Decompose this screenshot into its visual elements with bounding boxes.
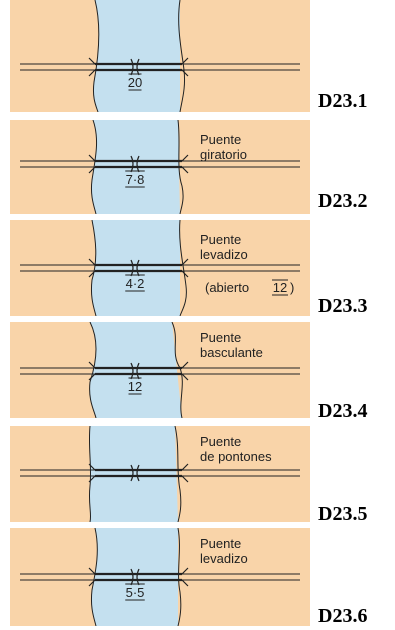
vertical-clearance: 4·2 [126,276,145,291]
bridge-type-label: Puente [200,132,241,147]
bridge-symbol-drawing: 20 [10,0,310,112]
river-bank-left [91,220,97,316]
vertical-clearance: 12 [128,379,142,394]
bridge-deck [88,361,189,381]
river-water [91,528,178,626]
bridge-panel-d23-1: 20 [10,0,310,112]
river-water [93,0,180,112]
code-label: D23.5 [318,503,368,525]
river-bank-right [177,120,184,214]
code-label: D23.2 [318,190,368,212]
vertical-clearance: 20 [128,75,142,90]
river-bank-left [88,426,92,522]
vertical-clearance: 7·8 [126,172,145,187]
vertical-clearance: 5·5 [126,585,145,600]
code-label: D23.4 [318,400,368,422]
opening-span-mark [130,464,140,482]
river-bank-right [177,528,182,626]
code-label: D23.1 [318,90,368,112]
bridge-deck [88,57,189,77]
bridge-deck [88,258,189,278]
river-bank-left [93,0,100,112]
open-note-paren: ) [290,280,294,295]
river-water [89,426,178,522]
bridge-type-label: Puente [200,434,241,449]
open-note-label: (abierto [205,280,249,295]
bridge-type-label: Puente [200,232,241,247]
bridge-deck [88,567,189,587]
river-water [91,220,180,316]
bridge-type-label: Puente [200,536,241,551]
bridge-deck [88,463,189,483]
bridge-type-label: levadizo [200,551,248,566]
river-bank-left [91,528,98,626]
river-bank-right [174,426,182,522]
river-bank-left [89,322,97,418]
code-label: D23.3 [318,295,368,317]
river-water [89,322,182,418]
code-label: D23.6 [318,605,368,627]
river-bank-left [91,120,98,214]
bridge-type-label: de pontones [200,449,272,464]
bridge-type-label: levadizo [200,247,248,262]
bridge-type-label: basculante [200,345,263,360]
bridge-type-label: Puente [200,330,241,345]
bridge-deck [88,154,189,174]
bridge-type-label: giratorio [200,147,247,162]
open-clearance: 12 [273,280,287,295]
river-bank-right [179,220,187,316]
